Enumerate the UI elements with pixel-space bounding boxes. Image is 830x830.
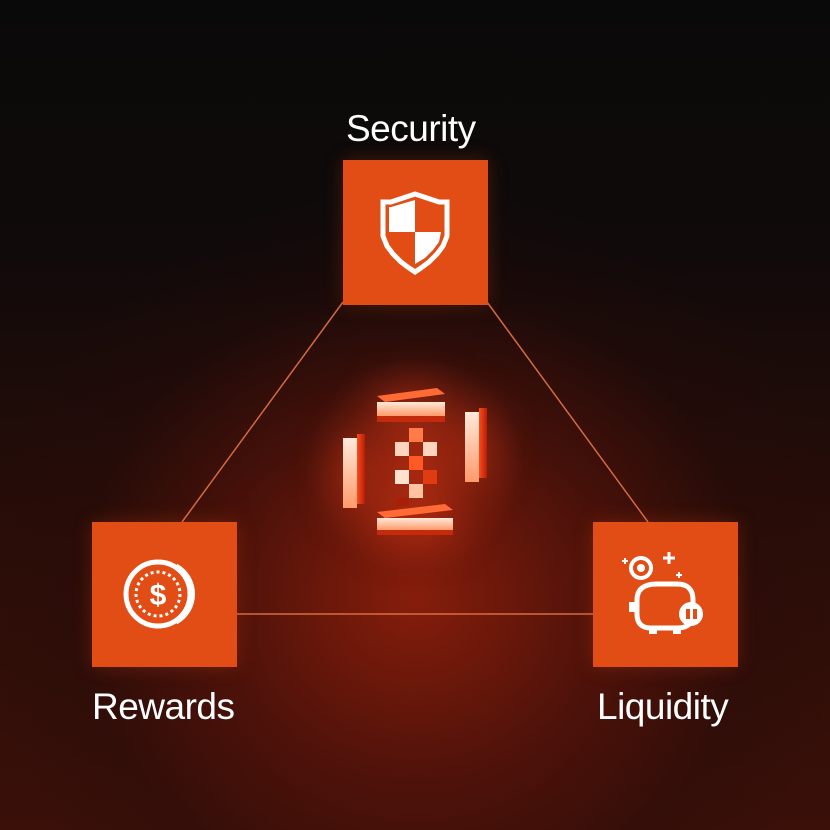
shield-icon bbox=[343, 160, 488, 305]
rewards-label: Rewards bbox=[92, 688, 235, 725]
piggy-bank-icon bbox=[593, 522, 738, 667]
rewards-tile: $ bbox=[92, 522, 237, 667]
liquidity-label: Liquidity bbox=[597, 688, 728, 725]
security-tile bbox=[343, 160, 488, 305]
liquidity-tile bbox=[593, 522, 738, 667]
dollar-coin-icon: $ bbox=[92, 522, 237, 667]
pixel-logo-icon bbox=[325, 380, 505, 540]
svg-text:$: $ bbox=[150, 579, 167, 612]
security-label: Security bbox=[346, 110, 476, 147]
